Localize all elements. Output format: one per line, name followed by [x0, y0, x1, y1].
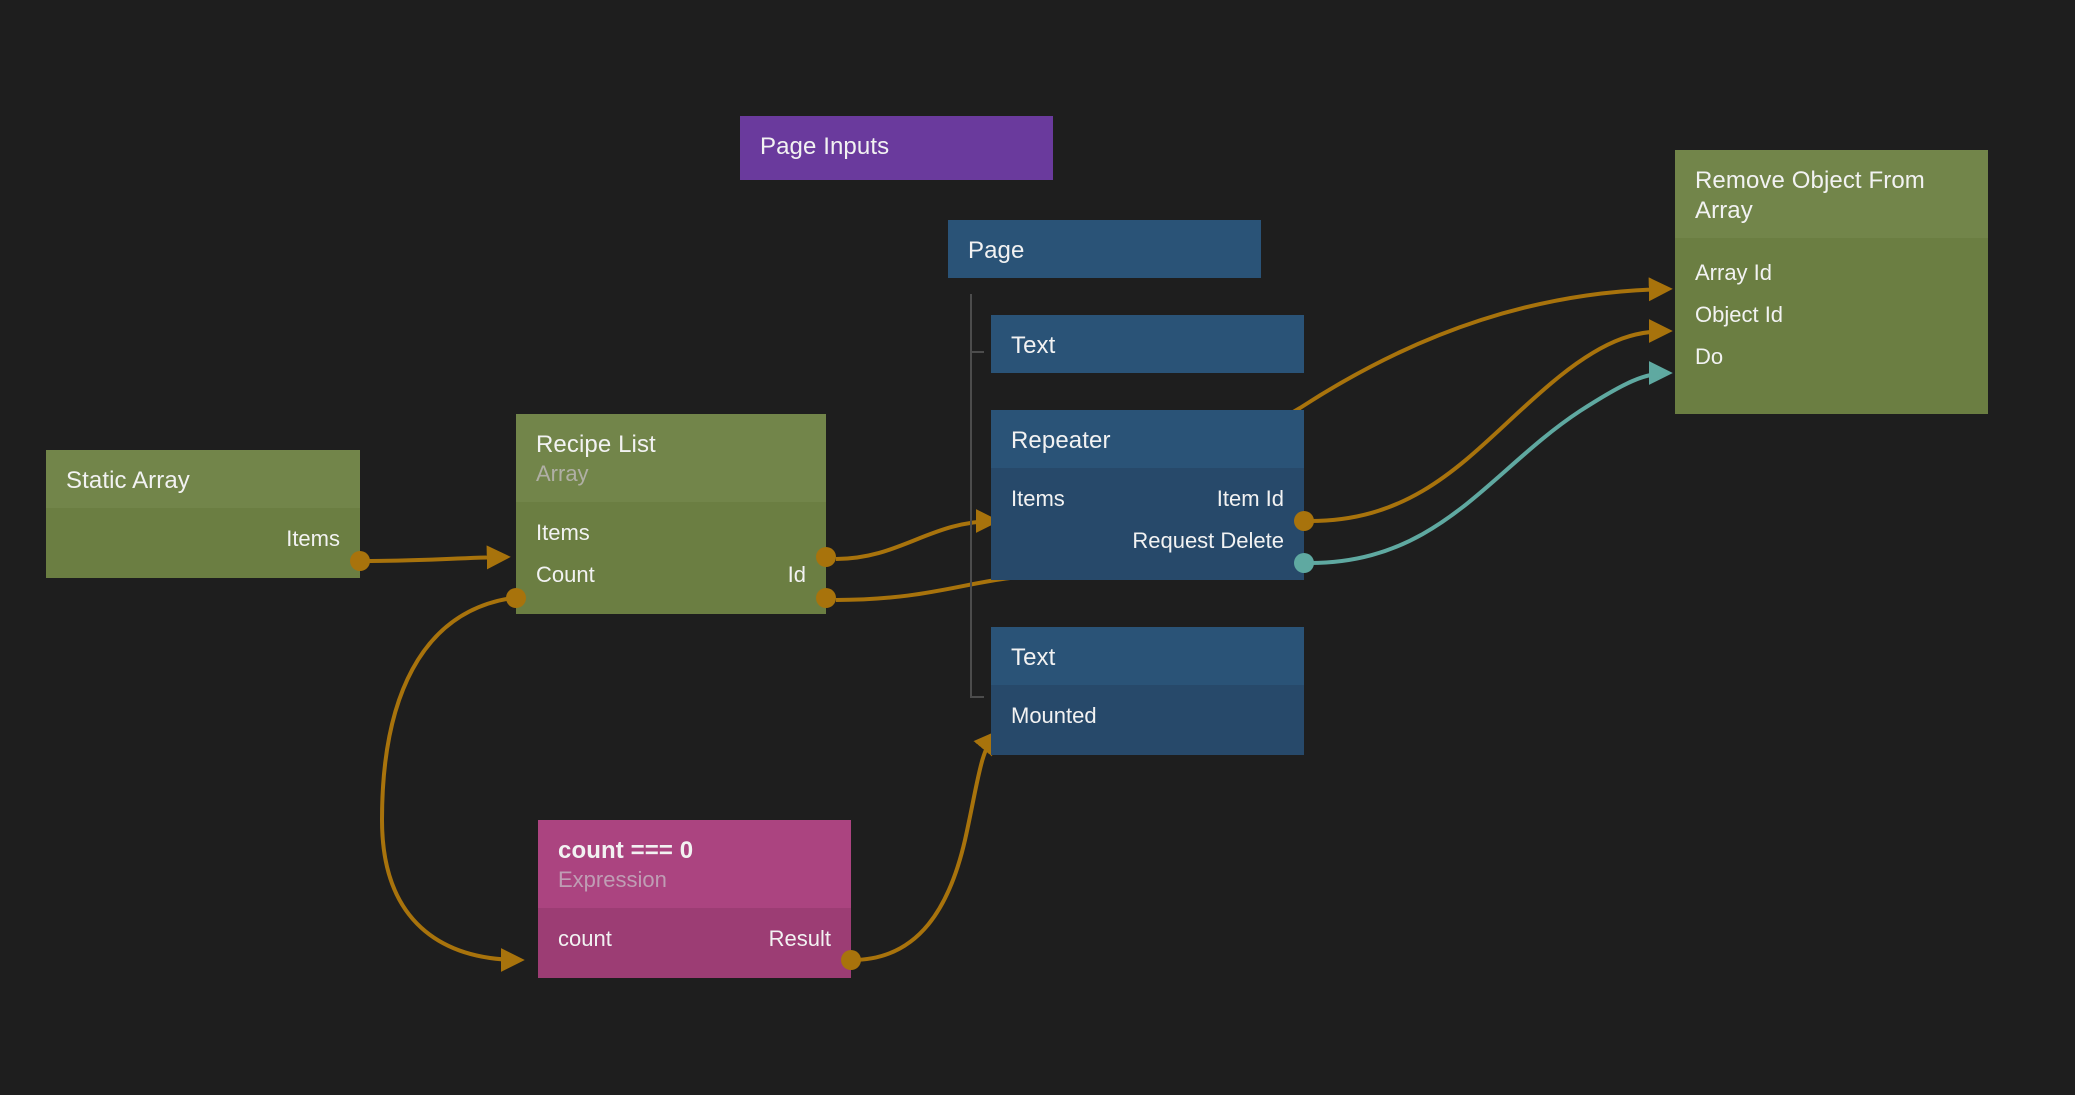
node-static-array-title: Static Array [66, 467, 190, 494]
node-page-header: Page [948, 220, 1261, 278]
node-text-bottom-header: Text [991, 627, 1304, 685]
node-text-top-title: Text [1011, 332, 1056, 359]
node-static-array-header: Static Array [46, 450, 360, 508]
node-text-bottom-row-mounted[interactable]: Mounted [991, 695, 1304, 737]
node-recipe-list-input-items-label: Items [536, 520, 590, 545]
node-static-array-body: Items [46, 508, 360, 578]
node-expression-title: count === 0 [558, 837, 694, 864]
node-remove-object-row-object-id[interactable]: Object Id [1675, 294, 1988, 336]
node-static-array-row-items[interactable]: Items [46, 518, 360, 560]
node-remove-object-row-array-id[interactable]: Array Id [1675, 252, 1988, 294]
node-expression-header: count === 0 Expression [538, 820, 851, 908]
node-recipe-list-input-count-label: Count [536, 562, 595, 587]
node-recipe-list-body: Items Count Id [516, 502, 826, 614]
node-page-inputs-header: Page Inputs [740, 116, 1053, 180]
node-expression[interactable]: count === 0 Expression count Result [538, 820, 861, 978]
edge-recipe-count-to-expression-count [379, 596, 525, 972]
node-recipe-list-header: Recipe List Array [516, 414, 826, 502]
node-repeater-output-requestdelete-label: Request Delete [1132, 528, 1284, 553]
edge-expression-result-to-text-mounted [851, 730, 999, 962]
node-recipe-list-port-items-out[interactable] [816, 547, 836, 567]
node-repeater[interactable]: Repeater Items Item Id Request Delete [991, 410, 1314, 580]
node-recipe-list-port-count-in[interactable] [506, 588, 526, 608]
node-text-bottom-title: Text [1011, 644, 1056, 671]
node-repeater-input-items-label: Items [1011, 486, 1065, 511]
node-repeater-port-itemid[interactable] [1294, 511, 1314, 531]
node-recipe-list-subtitle: Array [536, 461, 589, 486]
node-expression-output-result-label: Result [768, 926, 831, 951]
edge-static-items-to-recipe-items [359, 545, 511, 570]
node-repeater-port-requestdelete[interactable] [1294, 553, 1314, 573]
node-repeater-output-itemid-label: Item Id [1216, 486, 1284, 511]
node-text-bottom-input-mounted-label: Mounted [1011, 703, 1097, 728]
node-repeater-title: Repeater [1011, 427, 1111, 454]
node-text-bottom-body: Mounted [991, 685, 1304, 755]
page-tree-branch-text-top [970, 351, 984, 353]
node-remove-object-title: Remove Object From Array [1695, 167, 1925, 224]
node-expression-body: count Result [538, 908, 851, 978]
edge-repeater-itemid-to-remove-objectid [1309, 319, 1673, 523]
node-page-inputs-title: Page Inputs [760, 133, 890, 160]
node-expression-subtitle: Expression [558, 867, 667, 892]
page-tree-branch-text-bottom [970, 696, 984, 698]
page-tree-spine-vertical [970, 294, 972, 698]
node-expression-input-count-label: count [558, 926, 612, 951]
node-repeater-body: Items Item Id Request Delete [991, 468, 1304, 580]
node-recipe-list[interactable]: Recipe List Array Items Count Id [506, 414, 836, 614]
node-remove-object-input-arrayid-label: Array Id [1695, 260, 1773, 285]
node-text-bottom[interactable]: Text Mounted [991, 627, 1304, 755]
node-recipe-list-title: Recipe List [536, 431, 656, 458]
node-page-inputs[interactable]: Page Inputs [740, 116, 1053, 180]
node-expression-port-result[interactable] [841, 950, 861, 970]
node-text-top-header: Text [991, 315, 1304, 373]
node-remove-object-row-do[interactable]: Do [1675, 336, 1988, 378]
node-repeater-header: Repeater [991, 410, 1304, 468]
node-static-array[interactable]: Static Array Items [46, 450, 370, 578]
node-text-top[interactable]: Text [991, 315, 1304, 373]
node-recipe-list-output-id-label: Id [787, 562, 806, 587]
node-expression-row-count[interactable]: count Result [538, 918, 851, 960]
node-remove-object-body: Array Id Object Id Do [1675, 238, 1988, 414]
node-static-array-port-items[interactable] [350, 551, 370, 571]
node-static-array-output-items-label: Items [286, 526, 340, 551]
node-recipe-list-row-items[interactable]: Items [516, 512, 826, 554]
node-remove-object-input-objectid-label: Object Id [1695, 302, 1784, 327]
node-page[interactable]: Page [948, 220, 1261, 278]
edge-repeater-requestdelete-to-remove-do [1309, 361, 1673, 565]
node-remove-object-header: Remove Object From Array [1675, 150, 1988, 238]
node-remove-object-from-array[interactable]: Remove Object From Array Array Id Object… [1675, 150, 1988, 414]
node-page-title: Page [968, 237, 1025, 264]
node-recipe-list-row-count[interactable]: Count Id [516, 554, 826, 596]
node-repeater-row-items[interactable]: Items Item Id [991, 478, 1304, 520]
node-repeater-row-request-delete[interactable]: Request Delete [991, 520, 1304, 562]
node-remove-object-input-do-label: Do [1695, 344, 1724, 369]
node-recipe-list-port-id-out[interactable] [816, 588, 836, 608]
